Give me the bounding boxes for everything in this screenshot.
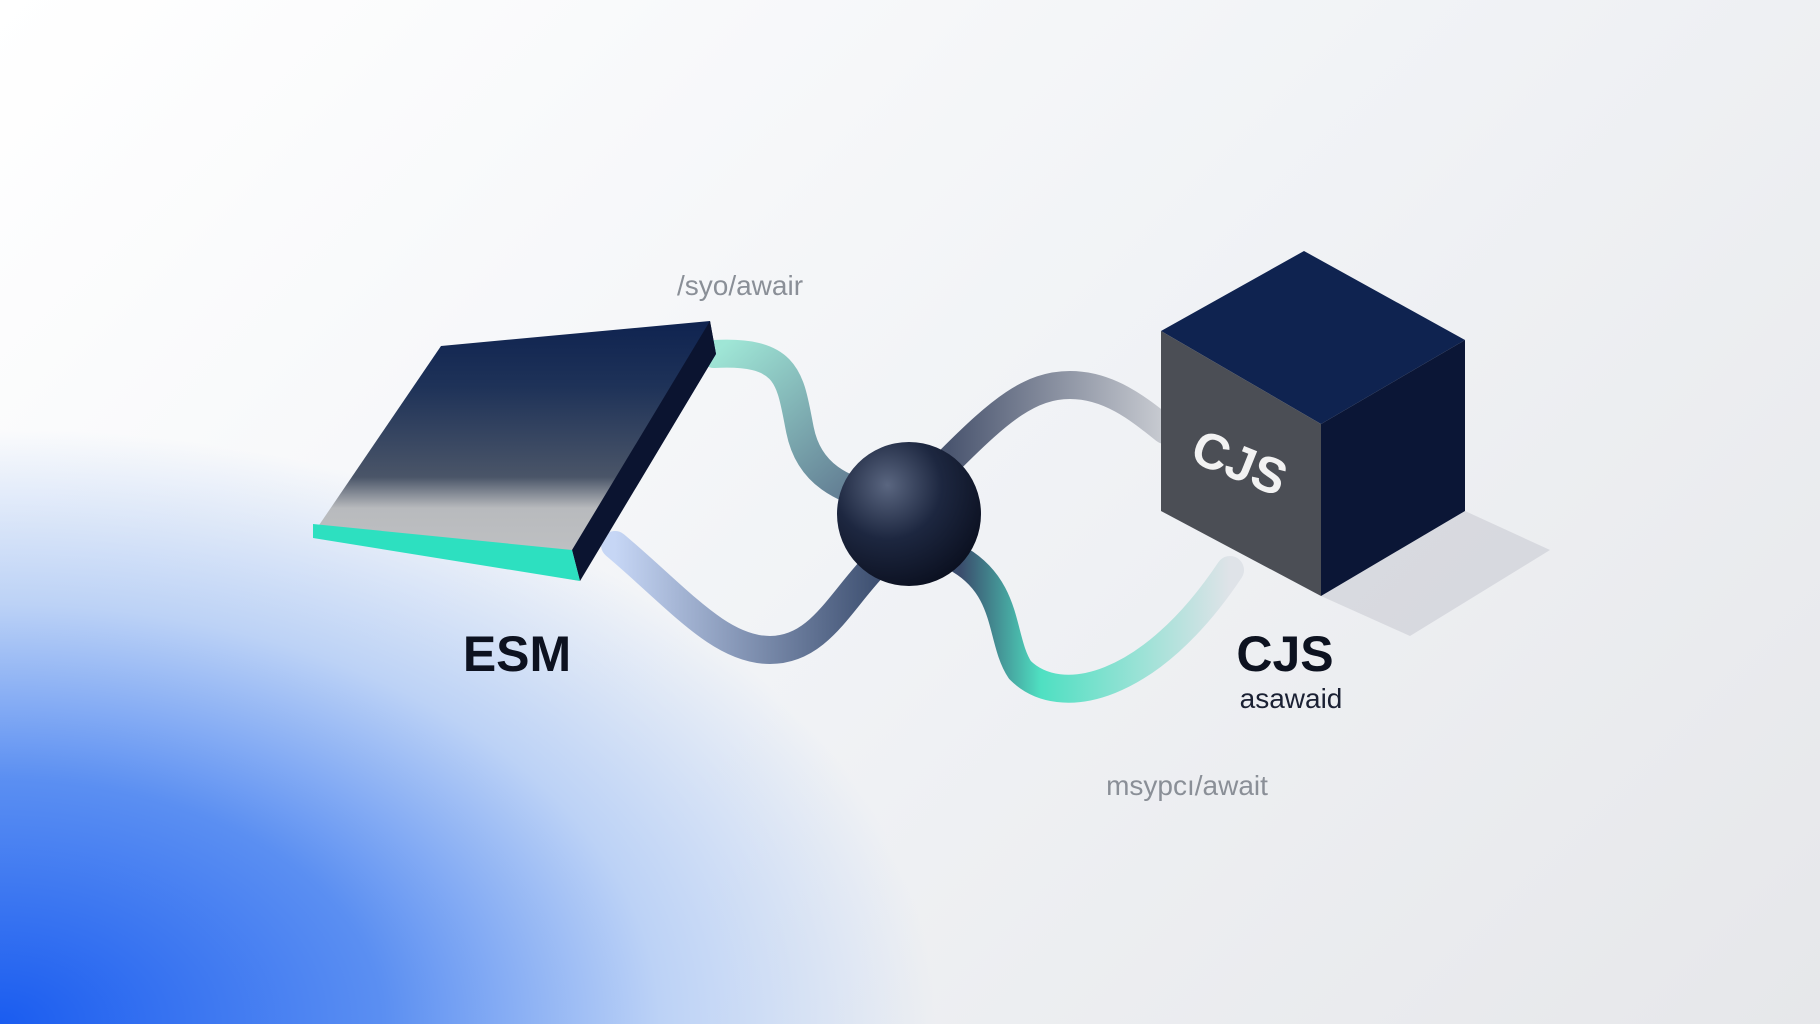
top-caption: /syo/awair <box>676 270 804 301</box>
cjs-label: CJS <box>1236 626 1334 682</box>
cjs-sublabel: asawaid <box>1239 683 1343 714</box>
cube-shadow <box>1321 511 1550 636</box>
connector-esm-bottom <box>601 531 894 665</box>
esm-label: ESM <box>462 626 572 682</box>
hub-sphere <box>837 442 981 586</box>
cjs-cube: CJS <box>1161 251 1465 596</box>
bottom-caption: msypcı/await <box>1106 770 1268 801</box>
connector-cjs-bottom <box>946 546 1244 703</box>
connector-cjs-top <box>936 370 1179 474</box>
esm-panel <box>313 321 716 581</box>
